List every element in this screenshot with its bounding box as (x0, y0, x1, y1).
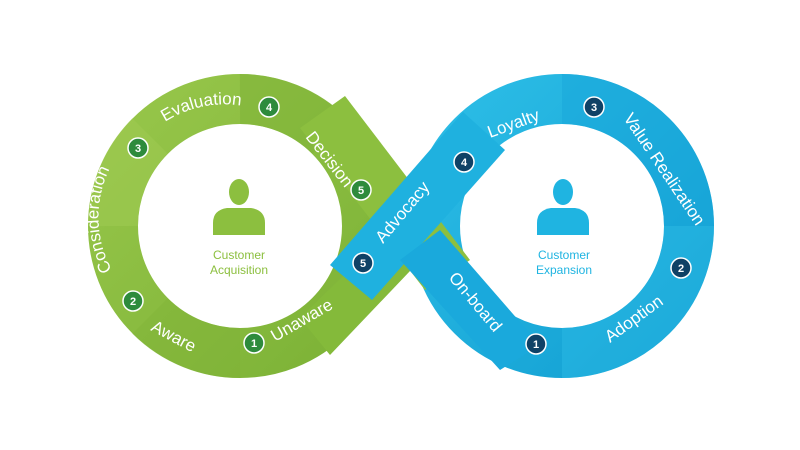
stage-badge-blue-4: 4 (453, 151, 475, 173)
svg-text:2: 2 (130, 296, 136, 308)
svg-text:1: 1 (251, 338, 257, 350)
svg-text:3: 3 (591, 102, 597, 114)
expansion-ring-shade (561, 225, 714, 378)
svg-text:2: 2 (678, 263, 684, 275)
stage-badge-blue-1: 1 (525, 333, 547, 355)
stage-badge-green-5: 5 (350, 179, 372, 201)
svg-text:1: 1 (533, 339, 539, 351)
expansion-title-line1: Customer (538, 248, 590, 262)
expansion-title-line2: Expansion (536, 263, 592, 277)
svg-text:4: 4 (266, 102, 273, 114)
acquisition-title-line2: Acquisition (210, 263, 268, 277)
stage-badge-blue-5: 5 (352, 252, 374, 274)
svg-text:5: 5 (360, 258, 366, 270)
svg-text:5: 5 (358, 185, 364, 197)
svg-text:3: 3 (135, 143, 141, 155)
stage-badge-blue-2: 2 (670, 257, 692, 279)
svg-text:4: 4 (461, 157, 468, 169)
stage-badge-green-4: 4 (258, 96, 280, 118)
stage-badge-green-1: 1 (243, 332, 265, 354)
blue-lower-band (400, 230, 540, 370)
stage-badge-green-3: 3 (127, 137, 149, 159)
acquisition-title-line1: Customer (213, 248, 265, 262)
person-icon (213, 179, 265, 235)
stage-badge-blue-3: 3 (583, 96, 605, 118)
acquisition-ring-shade (132, 297, 241, 379)
stage-badge-green-2: 2 (122, 290, 144, 312)
person-icon (537, 179, 589, 235)
